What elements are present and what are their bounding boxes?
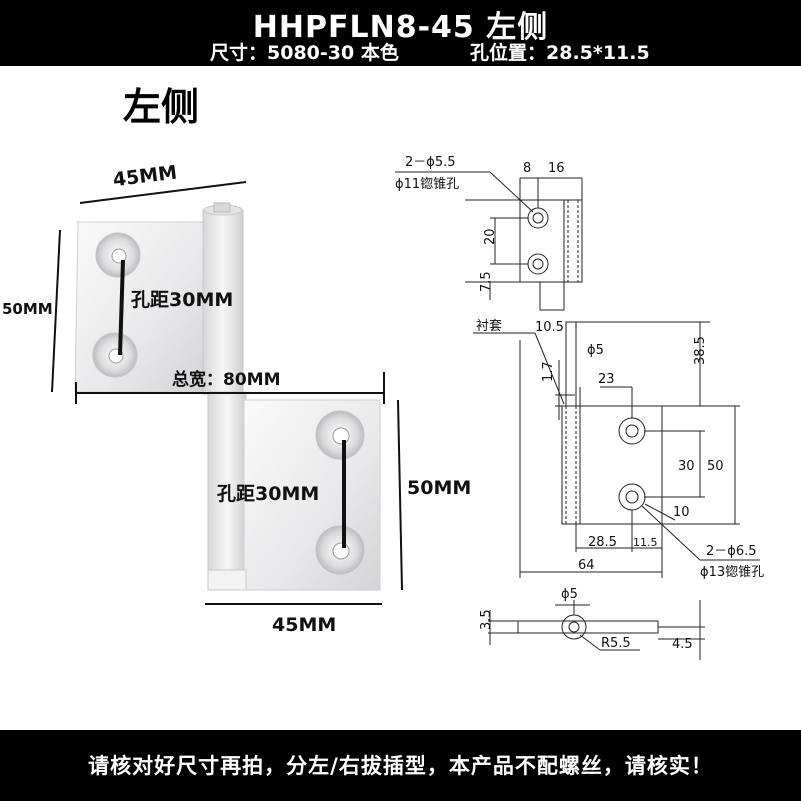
drawing-dim-23: 23 — [598, 372, 615, 387]
photo-right-height: 50MM — [407, 477, 471, 499]
drawing-dim-8: 8 — [523, 161, 531, 176]
top-view-plate — [519, 199, 565, 283]
side-view-knuckle — [561, 614, 587, 640]
bottom-banner: 请核对好尺寸再拍，分左/右拔插型，本产品不配螺丝，请核实！ — [0, 730, 801, 801]
drawing-bushing: 衬套 — [476, 318, 502, 334]
photo-upper-pitch: 孔距30MM — [131, 289, 233, 311]
drawing-dim-38-5: 38.5 — [693, 336, 708, 365]
photo-bottom-width: 45MM — [272, 614, 336, 636]
drawing-dim-1-7: 1.7 — [541, 361, 556, 382]
hole-position-label: 孔位置：28.5*11.5 — [470, 42, 650, 64]
upper-plate — [74, 202, 244, 395]
front-view-plate — [579, 405, 663, 525]
drawing-dim-30: 30 — [678, 459, 695, 474]
drawing-top-note-1: 2－ϕ5.5 — [405, 155, 456, 170]
drawing-phi5-bottom: ϕ5 — [561, 587, 578, 602]
top-view-knuckle — [563, 199, 583, 283]
drawing-dim-16: 16 — [548, 161, 565, 176]
photo-lower-pitch: 孔距30MM — [217, 483, 319, 505]
lower-plate — [207, 391, 381, 591]
front-view-pin — [565, 321, 577, 407]
drawing-dim-3-5: 3.5 — [479, 609, 494, 630]
front-view-knuckle — [561, 405, 581, 525]
drawing-dim-11-5: 11.5 — [633, 536, 658, 549]
top-banner: HHPFLN8-45 左侧 尺寸：5080-30 本色 孔位置：28.5*11.… — [0, 0, 801, 66]
drawing-top-note-2: ϕ11锪锥孔 — [395, 176, 459, 192]
photo-left-height: 50MM — [2, 300, 53, 318]
photo-dimension-lines — [51, 181, 403, 605]
side-view-plate — [517, 620, 659, 634]
drawing-bottom-note-1: 2－ϕ6.5 — [706, 544, 757, 559]
drawing-dim-20: 20 — [483, 228, 498, 245]
drawing-bottom-note-2: ϕ13锪锥孔 — [700, 564, 764, 580]
drawing-phi5-mid: ϕ5 — [587, 343, 604, 358]
drawing-r5-5: R5.5 — [601, 636, 631, 651]
upper-pitch-line — [118, 259, 125, 356]
drawing-dim-10: 10 — [673, 505, 690, 520]
drawing-dim-28-5: 28.5 — [588, 535, 617, 550]
footer-note: 请核对好尺寸再拍，分左/右拔插型，本产品不配螺丝，请核实！ — [88, 754, 713, 778]
drawing-dim-7-5: 7.5 — [479, 271, 494, 292]
drawing-dim-10-5: 10.5 — [535, 320, 564, 335]
drawing-dim-50: 50 — [707, 459, 724, 474]
side-title: 左侧 — [123, 85, 200, 129]
product-title: HHPFLN8-45 左侧 — [252, 10, 549, 45]
drawing-dim-4-5: 4.5 — [672, 637, 693, 652]
drawing-dim-64: 64 — [578, 558, 595, 573]
size-label: 尺寸：5080-30 本色 — [210, 42, 399, 64]
photo-total-width: 总宽：80MM — [172, 369, 281, 390]
